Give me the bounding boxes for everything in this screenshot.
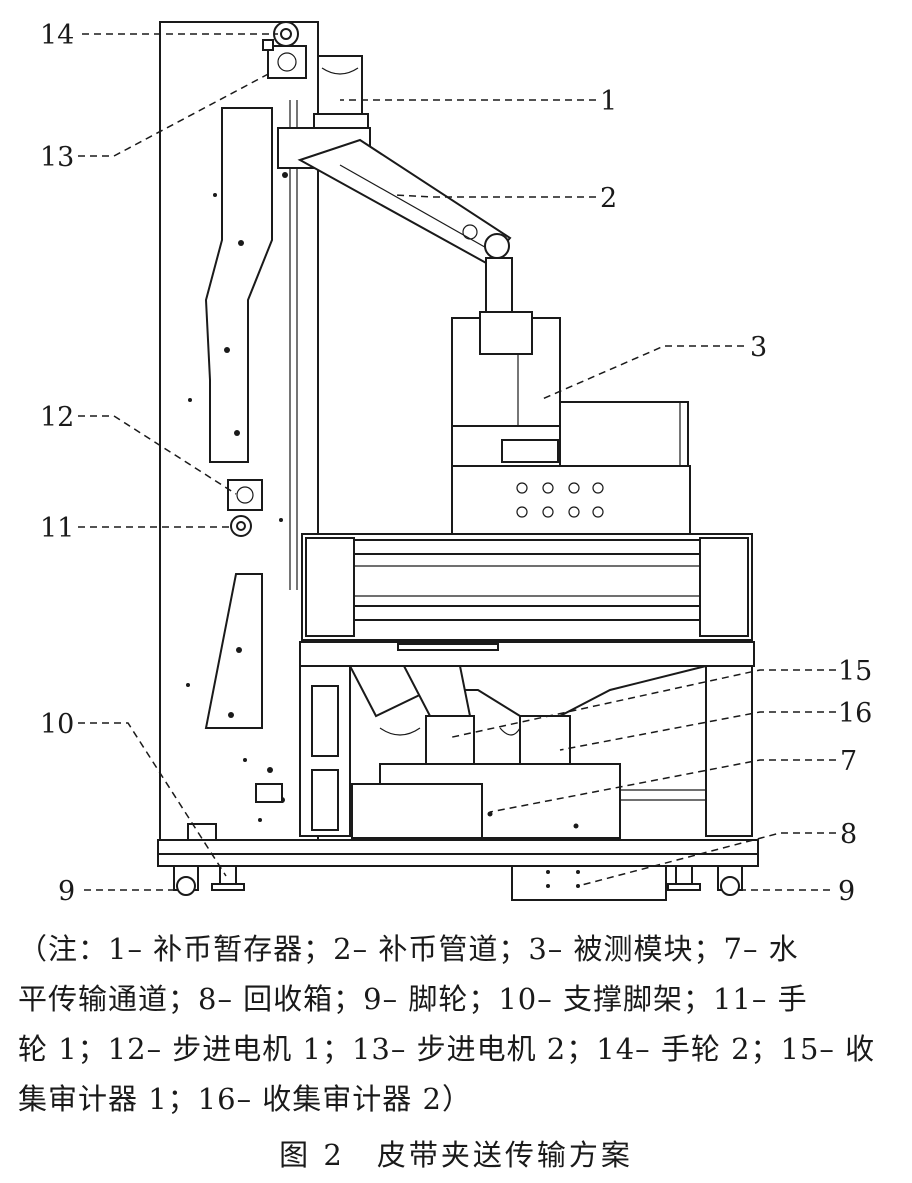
collection-auditor-2 [499,715,571,765]
test-module [451,311,691,535]
legend-line-4: 集审计器 1；16– 收集审计器 2） [18,1082,472,1116]
callout-9-right: 9 [838,876,855,907]
callout-8: 8 [840,819,857,850]
callout-3: 3 [750,332,767,363]
lower-body [299,665,753,837]
callout-2: 2 [600,183,617,214]
stepper-motor-2 [262,39,307,79]
figure-title: 图 2 皮带夹送传输方案 [279,1138,633,1172]
callout-7: 7 [840,746,857,777]
legend-line-3: 轮 1；12– 步进电机 1；13– 步进电机 2；14– 手轮 2；15– 收 [18,1032,876,1066]
belt-transport-diagram: 14 1 13 2 3 12 11 15 16 10 7 8 9 9 [40,20,872,907]
caster-right [717,865,743,896]
legend-line-2: 平传输通道；8– 回收箱；9– 脚轮；10– 支撑脚架；11– 手 [18,982,808,1016]
collection-auditor-1 [379,715,475,765]
figure-legend: （注：1– 补币暂存器；2– 补币管道；3– 被测模块；7– 水 平传输通道；8… [18,924,898,1124]
support-foot [211,865,701,891]
legend-line-1: （注：1– 补币暂存器；2– 补币管道；3– 被测模块；7– 水 [18,932,799,966]
callout-10: 10 [40,709,74,740]
base-plate [157,839,759,867]
callout-1: 1 [600,86,617,117]
stepper-motor-1 [227,479,263,511]
recovery-box [511,865,667,901]
horizontal-transport-channel [351,763,706,839]
caster-left [173,865,199,896]
callout-16: 16 [838,698,872,729]
handwheel-1 [230,515,252,537]
callout-13: 13 [40,142,74,173]
callout-9-left: 9 [58,876,75,907]
coin-pipe [297,138,513,317]
callout-15: 15 [838,656,872,687]
callout-12: 12 [40,402,74,433]
callout-14: 14 [40,20,74,51]
callout-11: 11 [40,513,74,544]
leader-lines [78,33,836,891]
conveyor-frame [299,533,755,667]
